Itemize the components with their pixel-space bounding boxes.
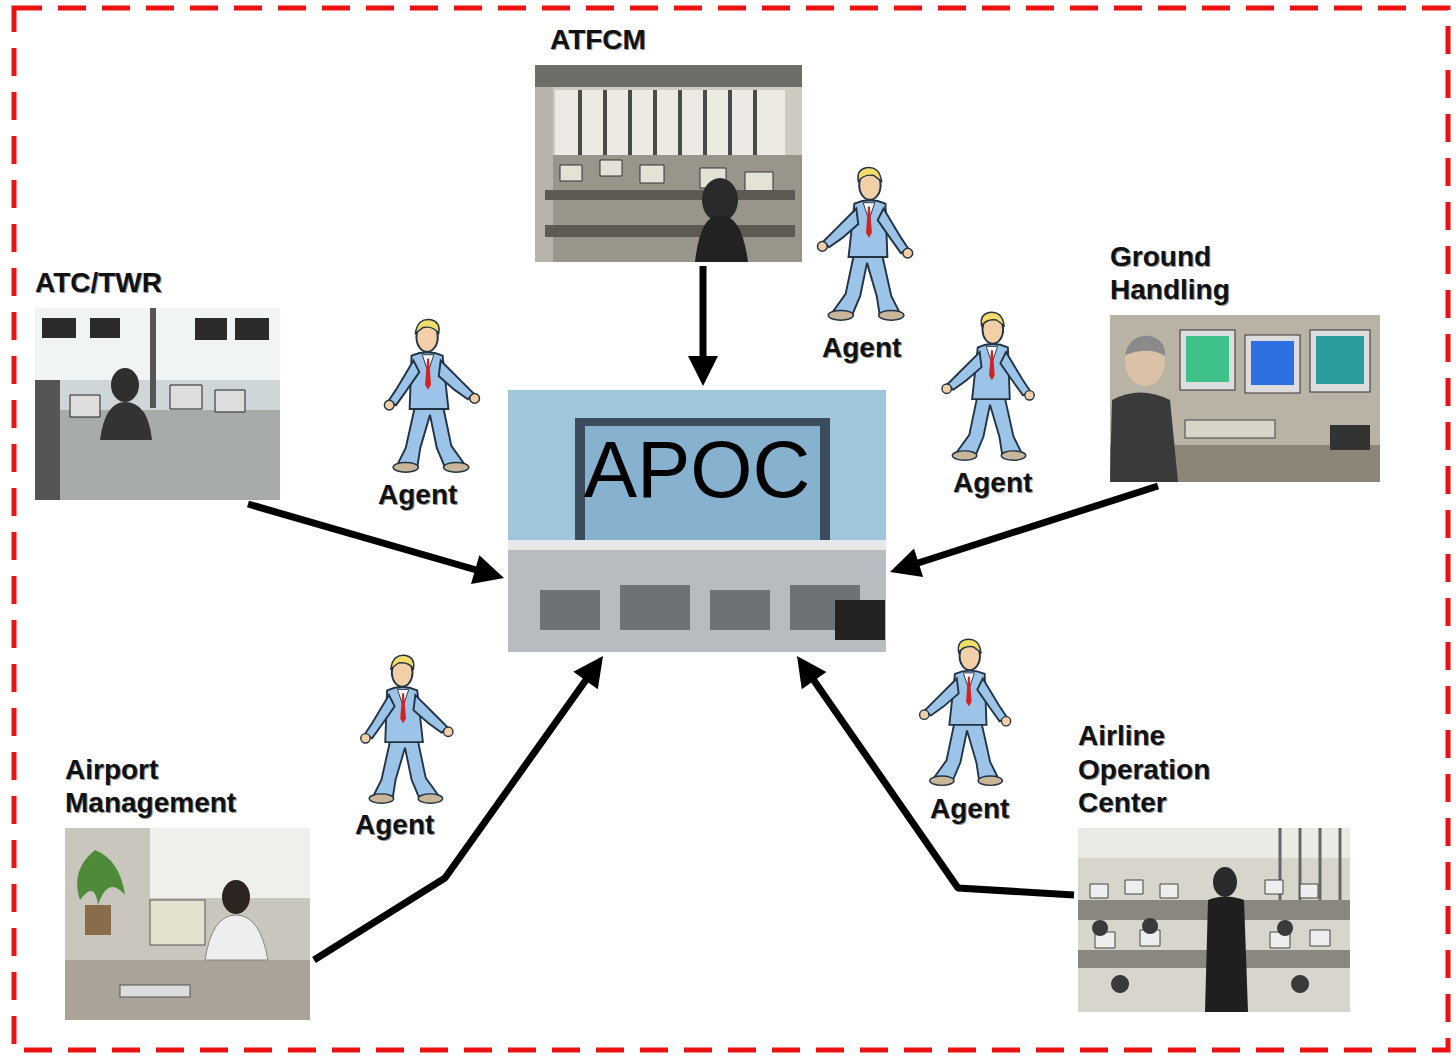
agent-label: Agent <box>953 466 1032 500</box>
photo-wall <box>35 380 60 500</box>
agent-figure <box>384 320 479 473</box>
photo-pillar <box>150 308 156 408</box>
photo-person <box>205 915 268 960</box>
flow-arrow <box>890 486 1158 577</box>
airport-management-box: Airport Management <box>65 828 310 1020</box>
flow-arrow <box>314 656 603 960</box>
photo-ground <box>508 390 886 652</box>
photo-person <box>1110 393 1178 483</box>
photo-desks <box>545 190 795 237</box>
photo-phone <box>1330 425 1370 450</box>
photo-window <box>35 308 280 380</box>
photo-console-edge <box>508 540 886 550</box>
agent-figure <box>920 639 1011 785</box>
photo-ground <box>65 828 310 1020</box>
flow-arrow <box>688 266 718 386</box>
box-heading: ATC/TWR <box>35 266 255 300</box>
airline-operation-box: Airline Operation Center <box>1078 828 1350 1012</box>
photo-ceiling <box>535 65 802 87</box>
apoc-box: APOC <box>508 390 886 652</box>
photo-monitors <box>560 160 773 194</box>
flow-arrow <box>797 656 1074 895</box>
photo-keyboard <box>1185 420 1275 438</box>
photo-console <box>35 410 280 500</box>
photo-plant <box>77 850 125 905</box>
arrow-line <box>248 504 478 571</box>
photo-person <box>111 368 139 402</box>
photo-hair <box>1125 336 1165 356</box>
photo-monitor <box>1180 330 1235 390</box>
photo-mullions <box>580 90 755 155</box>
photo-ceiling <box>1078 828 1350 858</box>
ground-handling-photo <box>1110 315 1380 482</box>
flow-arrow <box>248 504 504 584</box>
photo-monitor <box>1245 335 1300 393</box>
photo-screen <box>1251 341 1294 385</box>
arrow-head <box>471 555 504 584</box>
photo-monitor <box>150 900 205 945</box>
photo-monitors <box>70 385 245 417</box>
atfcm-photo <box>535 65 802 262</box>
apoc-photo <box>508 390 886 652</box>
arrow-head <box>688 356 718 386</box>
photo-floor <box>535 155 802 262</box>
photo-people <box>1092 918 1309 993</box>
photo-person <box>1213 867 1237 897</box>
arrow-head <box>797 656 826 689</box>
airport-management-photo <box>65 828 310 1020</box>
arrow-head <box>573 656 603 689</box>
photo-ground <box>1078 828 1350 1012</box>
agent-figure <box>920 639 1011 785</box>
dashed-frame <box>14 8 1448 1050</box>
atc-twr-box: ATC/TWR <box>35 308 280 500</box>
box-heading: Airport Management <box>65 753 295 820</box>
arrow-head <box>890 549 923 578</box>
photo-monitor <box>1310 330 1370 392</box>
agent-label: Agent <box>355 808 434 842</box>
atfcm-box: ATFCM <box>535 65 802 262</box>
center-title: APOC <box>508 390 886 510</box>
photo-person <box>695 215 748 262</box>
box-heading: Ground Handling <box>1110 240 1280 307</box>
agent-figure <box>361 655 453 803</box>
photo-pot <box>85 905 111 935</box>
agent-label: Agent <box>822 331 901 365</box>
photo-person <box>1205 897 1248 1013</box>
ground-handling-box: Ground Handling <box>1110 315 1380 482</box>
photo-console-panels <box>540 585 860 630</box>
atc-twr-photo <box>35 308 280 500</box>
agent-figure <box>818 168 913 321</box>
photo-person <box>222 880 250 914</box>
photo-desk <box>65 960 310 1020</box>
agent-figure <box>942 312 1034 460</box>
photo-console <box>508 545 886 652</box>
arrow-line <box>700 266 707 359</box>
arrow-line <box>314 678 587 960</box>
photo-monitor <box>835 600 885 640</box>
photo-screen <box>1316 336 1364 384</box>
photo-ground <box>35 308 280 500</box>
agent-label: Agent <box>930 792 1009 826</box>
photo-screen <box>1186 336 1229 382</box>
arrow-line <box>916 486 1158 564</box>
airline-operation-photo <box>1078 828 1350 1012</box>
box-heading: Airline Operation Center <box>1078 719 1258 820</box>
photo-keyboard <box>120 985 190 997</box>
photo-person <box>100 402 152 440</box>
box-heading: ATFCM <box>550 23 750 57</box>
agent-label: Agent <box>378 478 457 512</box>
photo-window <box>555 90 785 155</box>
agent-figure <box>942 312 1034 460</box>
photo-ground <box>535 65 802 262</box>
photo-ground <box>1110 315 1380 482</box>
arrow-line <box>812 678 1074 895</box>
agent-figure <box>818 168 913 321</box>
